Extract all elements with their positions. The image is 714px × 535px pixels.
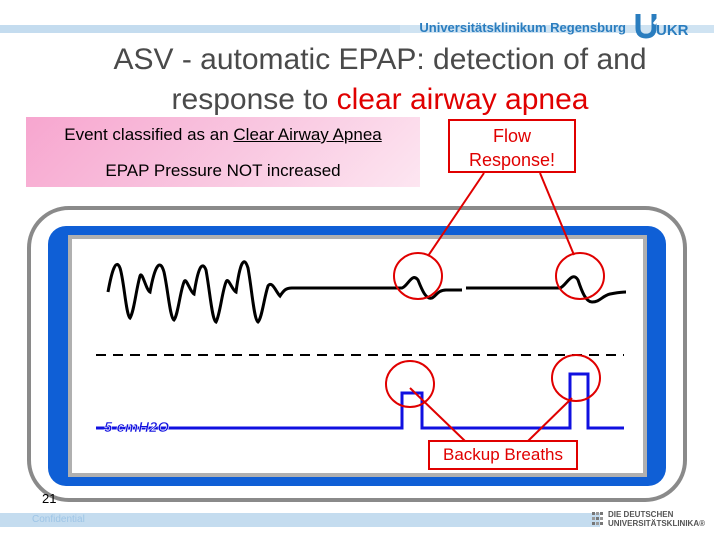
badge-line-1: DIE DEUTSCHEN [608, 510, 674, 519]
flow-response-callout: Flow Response! [448, 119, 576, 173]
backup-breath-circle-2 [551, 354, 601, 402]
ukr-logo: UKR [635, 13, 689, 39]
event-type: Clear Airway Apnea [233, 125, 382, 144]
pressure-trace [96, 372, 624, 430]
pressure-label: 5 cmH2O [104, 419, 169, 436]
title-prefix: response to [171, 83, 337, 116]
flow-callout-line-1 [427, 172, 485, 257]
event-line-1: Event classified as an Clear Airway Apne… [26, 125, 420, 145]
backup-callout-line-2 [527, 397, 573, 442]
flow-callout-line-a: Flow [492, 126, 531, 146]
flow-waveform [106, 260, 627, 324]
footer-bar: Confidential [0, 513, 600, 527]
university-network-icon [592, 512, 603, 525]
backup-breaths-callout: Backup Breaths [428, 440, 578, 470]
header-bar [0, 25, 714, 33]
event-line-2: EPAP Pressure NOT increased [105, 161, 341, 180]
title-line-1: ASV - automatic EPAP: detection of and [113, 43, 647, 76]
backup-breath-circle-1 [385, 360, 435, 408]
page-number: 21 [42, 491, 57, 506]
university-name: Universitätsklinikum Regensburg [419, 20, 626, 35]
slide-title: ASV - automatic EPAP: detection of and r… [80, 40, 680, 120]
badge-line-2: UNIVERSITÄTSKLINIKA® [608, 519, 706, 528]
logo-text: UKR [656, 22, 689, 39]
flow-callout-line-b: Response! [468, 150, 556, 170]
flow-response-circle-2 [555, 252, 605, 300]
footer-text: Confidential [32, 514, 85, 525]
title-line-2: response to clear airway apnea [80, 80, 680, 120]
backup-callout-line-1 [409, 387, 466, 442]
event-prefix: Event classified as an [64, 125, 234, 144]
university-network-badge: DIE DEUTSCHEN UNIVERSITÄTSKLINIKA® [608, 510, 705, 528]
event-classification-box: Event classified as an Clear Airway Apne… [26, 117, 420, 187]
flow-response-circle-1 [393, 252, 443, 300]
title-highlight: clear airway apnea [336, 83, 589, 116]
flow-callout-line-2 [539, 172, 575, 256]
